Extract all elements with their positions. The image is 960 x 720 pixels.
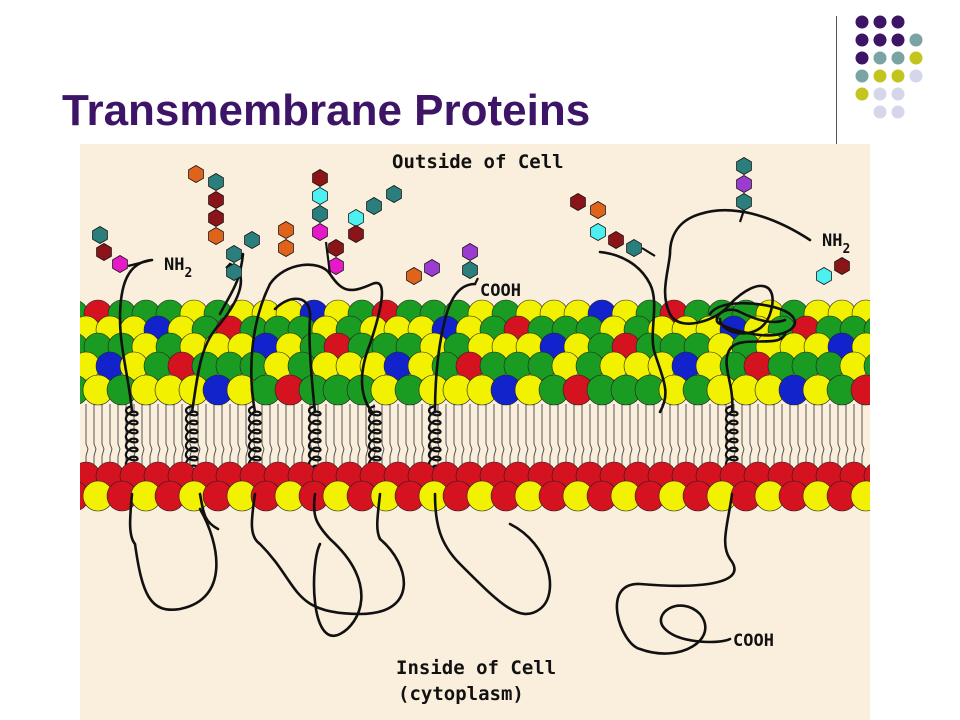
sugar-hexagon <box>96 243 112 261</box>
cooh-top-label: COOH <box>480 281 521 301</box>
decorative-dot <box>873 69 887 83</box>
decorative-dot <box>891 69 905 83</box>
sugar-stem <box>738 209 746 223</box>
nh2-left-subscript: 2 <box>184 266 192 281</box>
protein-chain-1 <box>118 258 218 612</box>
sugar-hexagon <box>816 267 832 285</box>
sugar-hexagon <box>590 201 606 219</box>
sugar-hexagon <box>348 225 364 243</box>
nh2-right-text: NH <box>822 231 842 251</box>
nh2-right-subscript: 2 <box>842 242 850 257</box>
decorative-dot <box>855 51 869 65</box>
decorative-divider <box>836 16 837 144</box>
phospholipid-head <box>850 480 870 512</box>
sugar-hexagon <box>208 173 224 191</box>
protein-chain-6 <box>312 492 363 638</box>
decorative-dot <box>891 33 905 47</box>
sugar-hexagon <box>188 165 204 183</box>
protein-chain-5 <box>273 297 317 414</box>
sugar-hexagon <box>208 209 224 227</box>
sugar-hexagon <box>608 231 624 249</box>
protein-chain-8 <box>598 208 812 655</box>
decorative-dot <box>855 33 869 47</box>
sugar-hexagon <box>736 175 752 193</box>
sugar-stem <box>225 263 231 269</box>
membrane-diagram: Outside of Cell NH2 NH2 COOH COOH Inside… <box>80 144 870 720</box>
sugar-hexagon <box>112 255 128 273</box>
slide-title: Transmembrane Proteins <box>62 86 591 135</box>
decorative-dot <box>909 33 923 47</box>
decorative-dot <box>909 51 923 65</box>
protein-loop-knot <box>708 301 797 337</box>
protein-chain-9 <box>725 332 787 414</box>
sugar-hexagon <box>386 185 402 203</box>
sugar-hexagon <box>312 223 328 241</box>
sugar-hexagon <box>570 193 586 211</box>
sugar-hexagon <box>462 261 478 279</box>
decorative-dot <box>855 69 869 83</box>
sugar-hexagon <box>312 169 328 187</box>
cooh-bottom-label: COOH <box>733 631 774 651</box>
decorative-dot <box>891 15 905 29</box>
sugar-hexagon <box>226 245 242 263</box>
sugar-hexagon <box>278 239 294 257</box>
phospholipid-head <box>850 374 870 406</box>
sugar-hexagon <box>208 227 224 245</box>
sugar-hexagon <box>328 239 344 257</box>
sugar-hexagon <box>208 191 224 209</box>
nh2-left-label: NH2 <box>164 255 192 281</box>
sugar-hexagon <box>590 223 606 241</box>
inner-leaflet-heads <box>80 461 870 512</box>
sugar-stem <box>474 277 479 285</box>
decorative-dot <box>873 51 887 65</box>
sugar-hexagon <box>366 197 382 215</box>
sugar-hexagon <box>406 267 422 285</box>
decorative-dot <box>855 87 869 101</box>
glycosylation-chains <box>92 157 850 285</box>
decorative-dot <box>873 87 887 101</box>
sugar-hexagon <box>462 243 478 261</box>
decorative-dot <box>891 51 905 65</box>
cytoplasm-label: (cytoplasm) <box>398 683 524 705</box>
decorative-dot <box>855 15 869 29</box>
sugar-hexagon <box>244 231 260 249</box>
sugar-stem <box>324 241 332 275</box>
nh2-left-text: NH <box>164 255 184 275</box>
sugar-hexagon <box>736 193 752 211</box>
sugar-hexagon <box>424 259 440 277</box>
decorative-dot <box>873 105 887 119</box>
decorative-dot <box>909 69 923 83</box>
decorative-dot <box>873 33 887 47</box>
sugar-hexagon <box>736 157 752 175</box>
decorative-dot <box>873 15 887 29</box>
sugar-hexagon <box>312 205 328 223</box>
phospholipid-head <box>863 354 870 378</box>
inside-of-cell-label: Inside of Cell <box>396 657 556 679</box>
decorative-dot <box>891 105 905 119</box>
sugar-stem <box>641 247 656 257</box>
sugar-hexagon <box>278 221 294 239</box>
protein-chain-3 <box>218 252 384 414</box>
sugar-hexagon <box>626 239 642 257</box>
sugar-stem <box>127 258 153 268</box>
protein-chain-7 <box>433 282 552 616</box>
decorative-dot-grid <box>855 15 923 119</box>
decorative-dot <box>891 87 905 101</box>
nh2-right-label: NH2 <box>822 231 850 257</box>
outside-of-cell-label: Outside of Cell <box>392 151 564 173</box>
sugar-hexagon <box>92 226 108 244</box>
sugar-hexagon <box>834 257 850 275</box>
sugar-hexagon <box>312 187 328 205</box>
sugar-hexagon <box>348 209 364 227</box>
